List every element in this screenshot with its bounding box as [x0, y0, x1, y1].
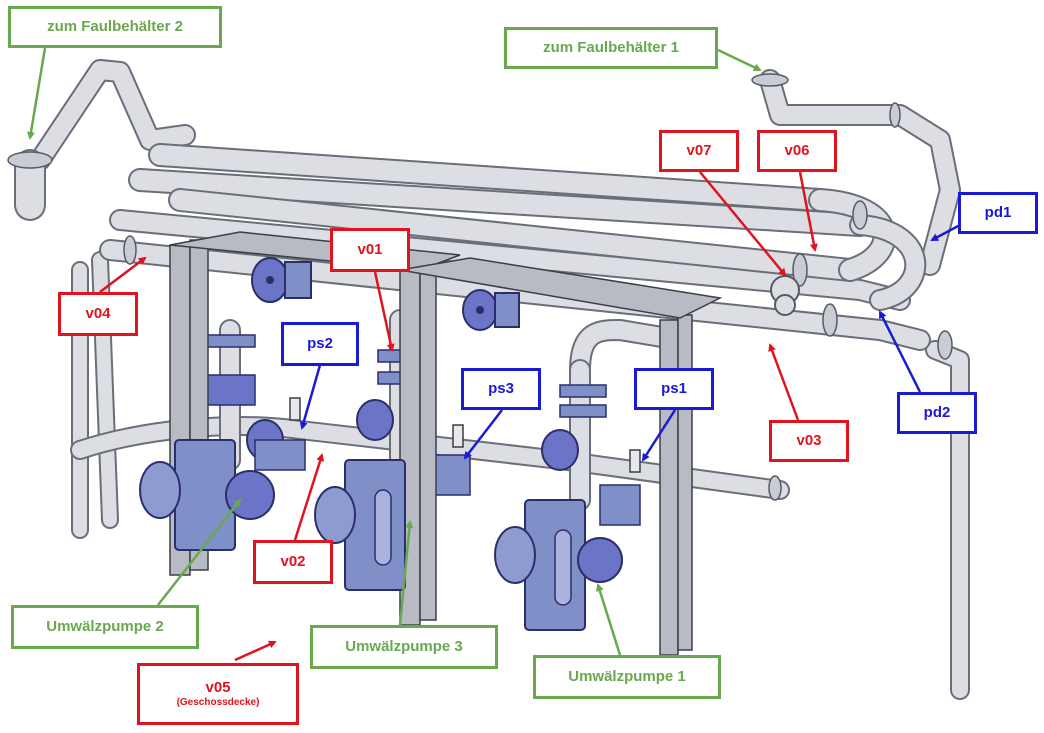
label-umwaelzpumpe-2: Umwälzpumpe 2: [11, 605, 199, 649]
label-zum-faulbehaelter-1: zum Faulbehälter 1: [504, 27, 718, 69]
arrow-ps1: [641, 409, 677, 462]
pipe-upper-manifold: [128, 143, 927, 311]
pump-2-valve-stack: [204, 334, 306, 471]
label-umwaelzpumpe-1: Umwälzpumpe 1: [533, 655, 721, 699]
label-zum-faulbehaelter-2: zum Faulbehälter 2: [8, 6, 222, 48]
arrow-ps3: [463, 409, 503, 460]
arrow-ps2: [299, 364, 322, 430]
label-v02: v02: [253, 540, 333, 584]
label-v04: v04: [58, 292, 138, 336]
arrow-v02: [293, 453, 324, 541]
arrow-digester-2: [27, 47, 47, 140]
pressure-sensors: [289, 397, 641, 473]
label-v06: v06: [757, 130, 837, 172]
label-v01: v01: [330, 228, 410, 272]
label-umwaelzpumpe-3: Umwälzpumpe 3: [310, 625, 498, 669]
arrow-digester-1: [717, 48, 762, 72]
label-v07: v07: [659, 130, 739, 172]
arrow-pump-3: [398, 520, 414, 626]
arrow-v04: [99, 256, 147, 293]
pump-1-valve-stack: [541, 384, 641, 526]
handwheel-valve-left: [251, 257, 312, 303]
pump-3: [314, 459, 406, 591]
callout-arrows: [27, 47, 961, 662]
label-v03: v03: [769, 420, 849, 462]
pipe-flanges: [7, 73, 953, 501]
label-v05: v05 (Geschossdecke): [137, 663, 299, 725]
label-ps3: ps3: [461, 368, 541, 410]
pumps: [139, 439, 623, 631]
arrow-v05: [234, 640, 277, 662]
pipe-to-digester-2: [14, 59, 196, 221]
label-pd1: pd1: [958, 192, 1038, 234]
arrow-v01: [373, 271, 395, 352]
handwheel-valve-center: [462, 289, 520, 331]
arrow-pump-2: [157, 498, 242, 606]
arrow-v07: [699, 171, 787, 277]
arrow-v06: [798, 171, 818, 252]
label-ps1: ps1: [634, 368, 714, 410]
arrow-v03: [768, 343, 800, 421]
label-pd2: pd2: [897, 392, 977, 434]
pipe-to-digester-1: [759, 69, 961, 276]
arrow-pump-1: [595, 583, 622, 656]
arrow-pd2: [878, 310, 922, 393]
pump-1: [494, 499, 623, 631]
gate-valve-v07: [770, 275, 800, 316]
label-ps2: ps2: [281, 322, 359, 366]
arrow-pd1: [930, 223, 961, 242]
